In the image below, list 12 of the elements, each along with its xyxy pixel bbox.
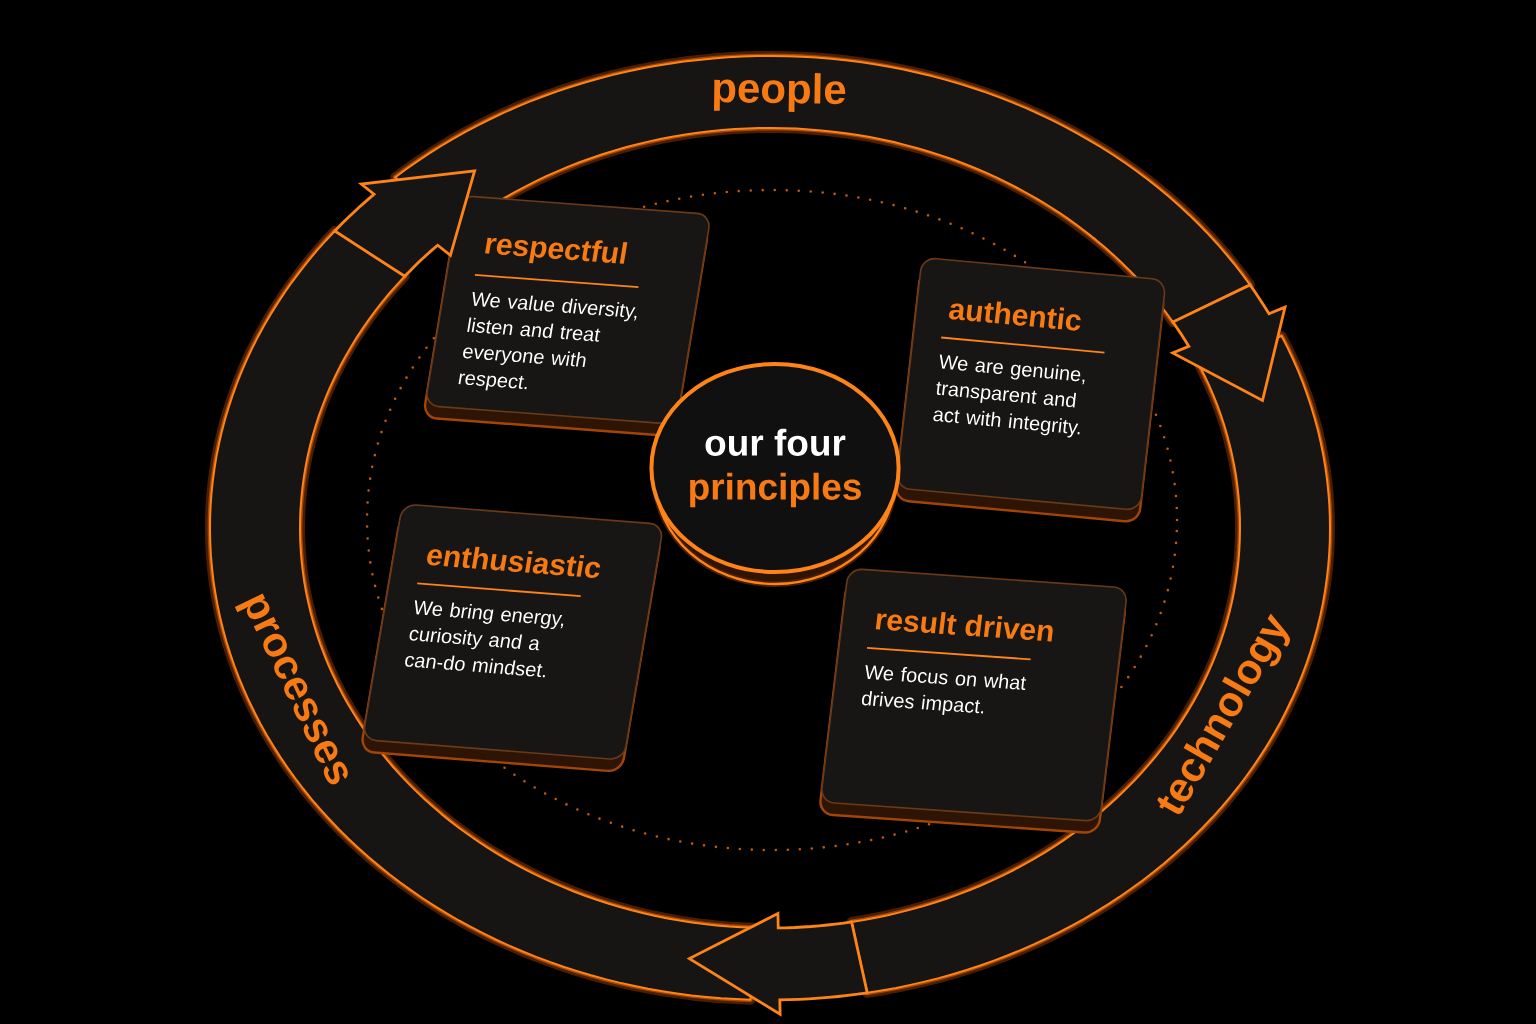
card-text: We bring energy, curiosity and a can-do mindset.: [405, 600, 564, 678]
arrow: [1169, 283, 1288, 403]
card-text: We focus on what drives impact.: [861, 665, 1027, 715]
card-title: respectful: [485, 237, 628, 264]
card-text: We are genuine, transparent and act with integrity.: [933, 354, 1085, 438]
card-title: enthusiastic: [427, 546, 601, 579]
arrow: [686, 911, 869, 1017]
card: [894, 257, 1166, 523]
card-title: result driven: [875, 612, 1053, 642]
card: [819, 568, 1127, 834]
card: [423, 195, 710, 437]
card: [361, 504, 663, 773]
